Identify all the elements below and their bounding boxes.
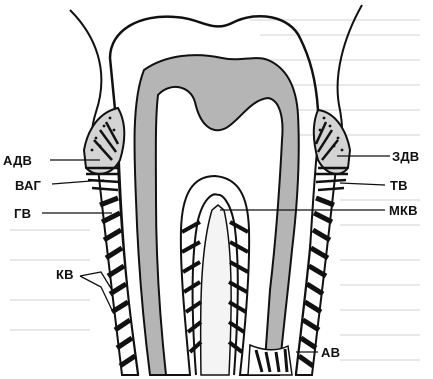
label-kv: КВ [56,268,74,281]
label-mkv: МКВ [389,204,418,217]
label-adv: АДВ [3,154,32,167]
label-gv: ГВ [14,207,31,220]
label-av: АВ [321,346,340,359]
label-vag: ВАГ [15,179,41,192]
left-alveolar-crest [84,108,124,174]
interradicular-septum [201,205,232,375]
leader-tv [340,183,385,185]
label-zdv: ЗДВ [392,150,419,163]
label-tv: ТВ [390,179,408,192]
leader-vag [52,180,104,184]
